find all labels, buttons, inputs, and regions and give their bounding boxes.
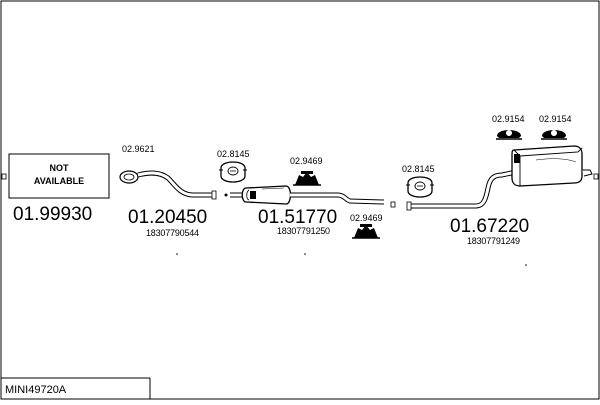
accessory-code-hanger-1: 02.9154 [492, 114, 525, 124]
part-number-front-pipe: 18307790544 [146, 228, 199, 238]
left-end-marker [1, 173, 7, 180]
part-code-rear-silencer: 01.67220 [450, 216, 529, 237]
rubber-hanger-icon-2 [541, 130, 567, 140]
diagram-title-box: MINI49720A [1, 377, 151, 399]
accessory-code-clamp-2: 02.8145 [402, 164, 435, 174]
front-pipe-drawing [119, 170, 228, 200]
not-available-box: NOT AVAILABLE [8, 153, 110, 199]
clamp-icon-2 [406, 176, 434, 198]
accessory-code-ring-gasket: 02.9621 [122, 144, 155, 154]
rear-silencer-drawing [390, 145, 593, 211]
clamp-icon-1 [219, 161, 247, 183]
accessory-code-hanger-2: 02.9154 [539, 114, 572, 124]
not-available-line2: AVAILABLE [34, 176, 84, 186]
rubber-mount-icon-2 [352, 224, 380, 239]
part-number-rear-silencer: 18307791249 [467, 236, 520, 246]
right-end-marker [593, 173, 599, 180]
accessory-code-rubber-mount-2: 02.9469 [350, 213, 383, 223]
diagram-title: MINI49720A [5, 384, 67, 396]
part-code-middle-silencer: 01.51770 [258, 207, 337, 228]
part-number-middle-silencer: 18307791250 [277, 226, 330, 236]
accessory-code-rubber-mount-1: 02.9469 [290, 156, 323, 166]
accessory-code-clamp-1: 02.8145 [217, 149, 250, 159]
rubber-mount-icon-1 [293, 171, 321, 186]
ring-gasket-icon [119, 170, 139, 184]
not-available-line1: NOT [50, 163, 70, 173]
part-code-front-pipe: 01.20450 [128, 207, 207, 228]
part-code-not-available: 01.99930 [13, 204, 92, 225]
rubber-hanger-icon-1 [496, 130, 522, 140]
middle-silencer-drawing [230, 185, 385, 205]
